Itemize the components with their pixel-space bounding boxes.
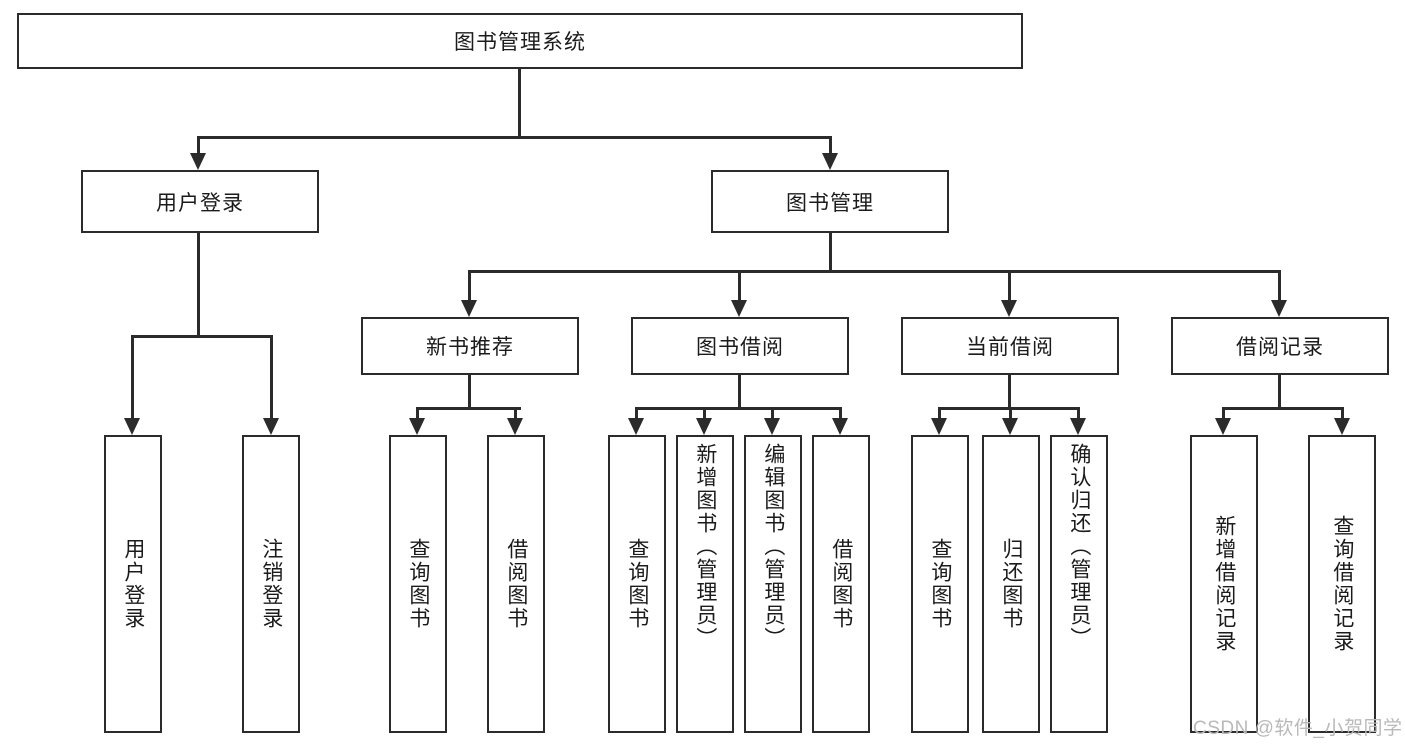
arrowhead-group3-1 [1334, 418, 1350, 435]
arrowhead-books-1 [731, 300, 747, 317]
node-label: 查询图书 [406, 538, 430, 630]
connector-books-bus [469, 270, 1280, 273]
node-leaf-8[interactable]: 查询图书 [911, 435, 969, 733]
connector-group0-drop-0 [416, 407, 419, 418]
arrowhead-group1-3 [832, 418, 848, 435]
node-level2-1[interactable]: 图书管理 [711, 170, 949, 233]
node-level3-1[interactable]: 图书借阅 [631, 317, 849, 375]
connector-books-drop-0 [468, 270, 471, 300]
node-level3-3[interactable]: 借阅记录 [1171, 317, 1389, 375]
connector-group1-stem [738, 375, 741, 407]
node-label: 借阅图书 [829, 538, 853, 630]
node-label: 编辑图书（管理员） [761, 443, 785, 650]
connector-root-stem [518, 69, 521, 136]
node-label: 图书借阅 [696, 336, 784, 359]
arrowhead-books-2 [1001, 300, 1017, 317]
arrowhead-group2-2 [1070, 418, 1086, 435]
node-label: 用户登录 [121, 538, 145, 630]
connector-root-drop-0 [197, 136, 200, 153]
node-level3-0[interactable]: 新书推荐 [361, 317, 579, 375]
arrowhead-group2-0 [931, 418, 947, 435]
node-label: 用户登录 [156, 191, 244, 215]
connector-group3-bus [1223, 407, 1342, 410]
connector-books-drop-3 [1278, 270, 1281, 300]
node-leaf-3[interactable]: 借阅图书 [487, 435, 545, 733]
node-label: 图书管理系统 [454, 31, 586, 54]
node-label: 新书推荐 [426, 336, 514, 359]
node-level2-0[interactable]: 用户登录 [81, 170, 319, 233]
connector-books-stem [829, 233, 832, 270]
node-leaf-4[interactable]: 查询图书 [608, 435, 666, 733]
connector-group1-bus [636, 407, 841, 410]
node-leaf-12[interactable]: 查询借阅记录 [1308, 435, 1376, 733]
connector-group2-drop-2 [1077, 407, 1080, 418]
arrowhead-group1-1 [696, 418, 712, 435]
connector-group2-drop-0 [938, 407, 941, 418]
arrowhead-books-3 [1271, 300, 1287, 317]
node-label: 借阅记录 [1236, 336, 1324, 359]
connector-group1-drop-0 [635, 407, 638, 418]
node-label: 查询借阅记录 [1330, 515, 1354, 653]
node-leaf-5[interactable]: 新增图书（管理员） [676, 435, 734, 733]
node-leaf-10[interactable]: 确认归还（管理员） [1050, 435, 1108, 733]
connector-group2-stem [1008, 375, 1011, 407]
connector-login-stem [197, 233, 200, 335]
connector-group1-drop-1 [703, 407, 706, 418]
connector-books-drop-1 [738, 270, 741, 300]
connector-group1-drop-2 [771, 407, 774, 418]
node-label: 归还图书 [999, 538, 1023, 630]
arrowhead-login-0 [124, 418, 140, 435]
connector-group0-stem [468, 375, 471, 407]
node-root[interactable]: 图书管理系统 [17, 13, 1023, 69]
arrowhead-root-0 [190, 153, 206, 170]
connector-group3-drop-1 [1341, 407, 1344, 418]
node-label: 新增图书（管理员） [693, 443, 717, 650]
connector-login-drop-1 [270, 335, 273, 418]
node-label: 查询图书 [625, 538, 649, 630]
node-leaf-7[interactable]: 借阅图书 [812, 435, 870, 733]
connector-login-bus [132, 335, 271, 338]
node-leaf-9[interactable]: 归还图书 [982, 435, 1040, 733]
arrowhead-group1-0 [628, 418, 644, 435]
connector-group0-drop-1 [514, 407, 517, 418]
node-leaf-0[interactable]: 用户登录 [104, 435, 162, 733]
arrowhead-login-1 [263, 418, 279, 435]
watermark: CSDN @软件_小贺同学 [1193, 718, 1403, 739]
arrowhead-group0-1 [507, 418, 523, 435]
arrowhead-group0-0 [409, 418, 425, 435]
connector-root-drop-1 [829, 136, 832, 153]
node-label: 查询图书 [928, 538, 952, 630]
arrowhead-root-1 [822, 153, 838, 170]
connector-group3-stem [1278, 375, 1281, 407]
node-leaf-2[interactable]: 查询图书 [389, 435, 447, 733]
node-label: 新增借阅记录 [1212, 515, 1236, 653]
arrowhead-group2-1 [1002, 418, 1018, 435]
connector-books-drop-2 [1008, 270, 1011, 300]
arrowhead-books-0 [461, 300, 477, 317]
node-leaf-11[interactable]: 新增借阅记录 [1190, 435, 1258, 733]
connector-group1-drop-3 [839, 407, 842, 418]
node-label: 确认归还（管理员） [1067, 443, 1091, 650]
node-level3-2[interactable]: 当前借阅 [901, 317, 1119, 375]
arrowhead-group3-0 [1215, 418, 1231, 435]
connector-root-bus [198, 136, 832, 139]
node-label: 当前借阅 [966, 336, 1054, 359]
arrowhead-group1-2 [764, 418, 780, 435]
node-leaf-6[interactable]: 编辑图书（管理员） [744, 435, 802, 733]
connector-login-drop-0 [131, 335, 134, 418]
node-label: 图书管理 [786, 191, 874, 215]
node-leaf-1[interactable]: 注销登录 [242, 435, 300, 733]
connector-group3-drop-0 [1222, 407, 1225, 418]
connector-group2-drop-1 [1009, 407, 1012, 418]
node-label: 注销登录 [259, 538, 283, 630]
node-label: 借阅图书 [504, 538, 528, 630]
connector-group0-bus [417, 407, 521, 410]
